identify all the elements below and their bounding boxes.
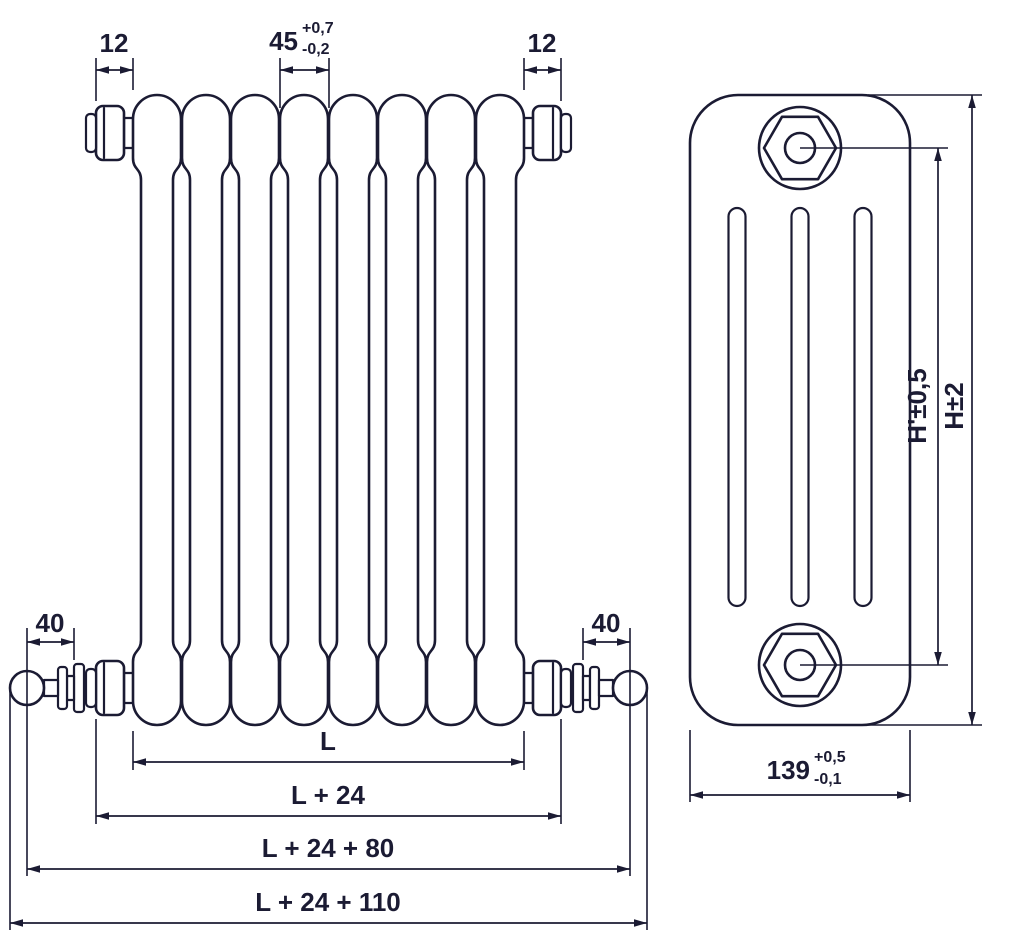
dim-length-plugs-label: L + 24 [291,780,366,810]
side-view-slots [727,206,873,608]
plug-collar [84,112,98,154]
valve-flange [56,665,69,711]
plug-cap [94,104,126,162]
dim-valve-right-label: 40 [592,608,621,638]
plug-collar [559,667,573,709]
valve-flange [571,662,585,714]
side-view [688,93,912,727]
dim-overall-height-label: H±2 [939,382,969,430]
dim-pitch-tol-plus: +0,7 [302,20,334,37]
dim-pitch-label: 45 [269,26,298,56]
dim-valve-left-label: 40 [36,608,65,638]
dim-depth-tol-minus: -0,1 [814,771,842,788]
bottom-right-valve [571,662,649,714]
side-view-slot [790,206,810,608]
dim-pitch-tol-minus: -0,2 [302,41,330,58]
dim-length-overall-label: L + 24 + 110 [255,887,401,917]
radiator-section [474,93,526,727]
dim-depth-tol-plus: +0,5 [814,749,846,766]
bottom-right-plug [521,659,573,717]
top-right-plug [521,104,573,162]
dim-length-valves-label: L + 24 + 80 [262,833,395,863]
top-left-plug [84,104,136,162]
side-view-slot [727,206,747,608]
bottom-left-valve [8,662,86,714]
radiator-section [229,93,281,727]
dim-axis-height-label: H'±0,5 [902,368,932,443]
bottom-left-plug [84,659,136,717]
radiator-section [131,93,183,727]
radiator-section [278,93,330,727]
plug-cap [531,104,563,162]
valve-stem [597,678,615,698]
radiator-section [425,93,477,727]
radiator-section [376,93,428,727]
dim-plug-left-label: 12 [100,28,129,58]
dimensions: 12 45 +0,7 -0,2 12 40 40 L L + 24 [9,20,982,930]
dim-length-label: L [320,726,336,756]
plug-cap [531,659,563,717]
valve-stem [42,678,60,698]
plug-collar [559,112,573,154]
dim-plug-right-label: 12 [528,28,557,58]
side-view-slot [853,206,873,608]
radiator-section [327,93,379,727]
plug-cap [94,659,126,717]
radiator-sections [131,93,526,727]
valve-flange [588,665,601,711]
radiator-section [180,93,232,727]
front-view [8,93,649,727]
valve-flange [72,662,86,714]
dim-depth-label: 139 [767,755,810,785]
plug-collar [84,667,98,709]
